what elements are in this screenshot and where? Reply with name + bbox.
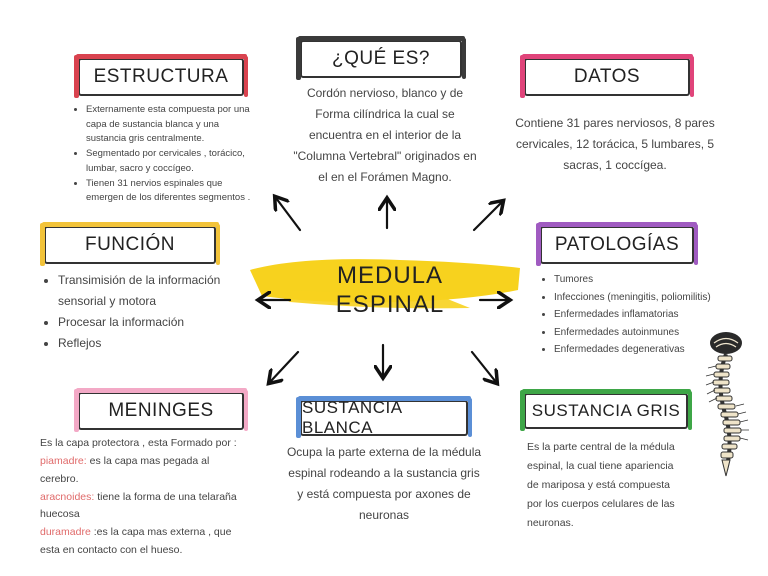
datos-title-box: DATOS — [520, 54, 694, 98]
patologias-title: PATOLOGÍAS — [554, 234, 680, 255]
funcion-list: Transimisión de la información sensorial… — [42, 270, 242, 354]
meninges-piamadre: piamadre: es la capa mas pegada al cereb… — [40, 453, 245, 489]
meninges-title-box: MENINGES — [74, 388, 248, 432]
meninges-duramadre: duramadre :es la capa mas externa , que … — [40, 524, 245, 560]
duramadre-term: duramadre — [40, 526, 91, 539]
sustancia-gris-title-box: SUSTANCIA GRIS — [520, 389, 692, 431]
aracnoides-def: tiene la forma de una telaraña huecosa — [40, 490, 237, 521]
patologias-list: Tumores Infecciones (meningitis, poliomi… — [538, 271, 718, 359]
arrow-icon — [472, 202, 502, 232]
sustancia-blanca-title-box: SUSTANCIA BLANCA — [296, 396, 472, 438]
arrow-icon — [270, 350, 300, 382]
estructura-item: Tienen 31 nervios espinales que emergen … — [86, 177, 260, 206]
arrow-icon — [470, 350, 496, 382]
funcion-title-box: FUNCIÓN — [40, 222, 220, 266]
funcion-item: Transimisión de la información sensorial… — [58, 270, 242, 312]
que-es-title: ¿QUÉ ES? — [332, 48, 430, 69]
meninges-title: MENINGES — [108, 400, 214, 421]
funcion-title: FUNCIÓN — [84, 234, 176, 255]
meninges-aracnoides: aracnoides: tiene la forma de una telara… — [40, 489, 245, 525]
datos-text: Contiene 31 pares nerviosos, 8 pares cer… — [515, 116, 715, 172]
patologia-item: Enfermedades inflamatorias — [554, 306, 718, 324]
patologia-item: Infecciones (meningitis, poliomilitis) — [554, 289, 718, 307]
estructura-item: Segmentado por cervicales , torácico, lu… — [86, 147, 260, 176]
estructura-title-box: ESTRUCTURA — [74, 54, 248, 98]
sustancia-blanca-title: SUSTANCIA BLANCA — [302, 398, 402, 437]
patologia-item: Enfermedades degenerativas — [554, 341, 718, 359]
funcion-item: Procesar la información — [58, 312, 242, 333]
estructura-item: Externamente esta compuesta por una capa… — [86, 103, 260, 147]
sustancia-gris-text: Es la parte central de la médula espinal… — [527, 441, 675, 529]
estructura-list: Externamente esta compuesta por una capa… — [70, 103, 260, 206]
duramadre-def: :es la capa mas externa , que esta en co… — [40, 526, 232, 557]
patologia-item: Enfermedades autoinmunes — [554, 324, 718, 342]
piamadre-term: piamadre: — [40, 454, 87, 467]
funcion-item: Reflejos — [58, 333, 242, 354]
que-es-title-box: ¿QUÉ ES? — [296, 36, 466, 80]
sustancia-gris-title: SUSTANCIA GRIS — [531, 401, 681, 420]
piamadre-def: es la capa mas pegada al cerebro. — [40, 454, 210, 485]
arrow-icon — [276, 198, 302, 232]
meninges-text: Es la capa protectora , esta Formado por… — [40, 435, 245, 560]
estructura-title: ESTRUCTURA — [93, 66, 229, 87]
patologia-item: Tumores — [554, 271, 718, 289]
aracnoides-term: aracnoides: — [40, 490, 95, 503]
center-highlight — [250, 259, 520, 309]
spine-illustration-icon — [705, 332, 749, 477]
meninges-intro: Es la capa protectora , esta Formado por… — [40, 437, 237, 449]
center-title: MEDULA ESPINAL — [335, 262, 445, 318]
sustancia-blanca-text: Ocupa la parte externa de la médula espi… — [286, 445, 482, 522]
que-es-text: Cordón nervioso, blanco y de Forma cilín… — [293, 86, 477, 184]
patologias-title-box: PATOLOGÍAS — [536, 222, 698, 266]
datos-title: DATOS — [573, 66, 641, 87]
